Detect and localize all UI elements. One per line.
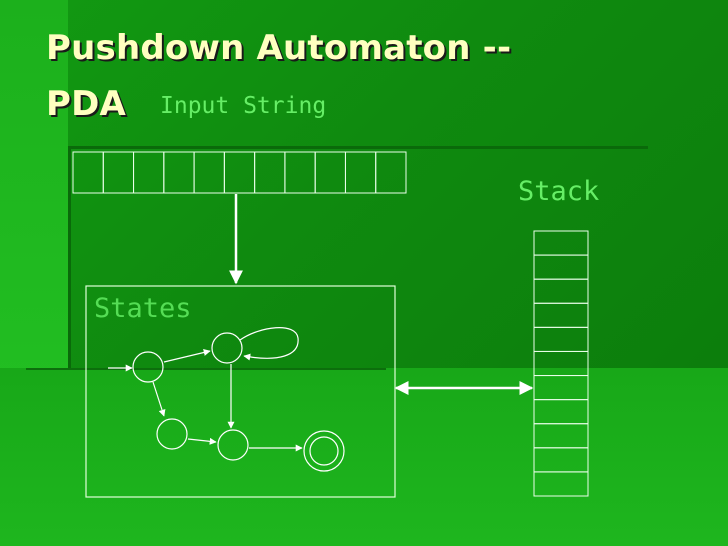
background-bottom-band bbox=[0, 368, 728, 546]
tape-cell bbox=[254, 151, 286, 194]
tape-cell bbox=[284, 151, 316, 194]
stack-label: Stack bbox=[518, 176, 600, 207]
tape-cell bbox=[133, 151, 165, 194]
accepting-state-inner bbox=[309, 436, 339, 466]
background-rule-horizontal bbox=[68, 146, 648, 149]
state-q1 bbox=[132, 351, 164, 383]
self-loop-q2 bbox=[239, 327, 299, 361]
stack-cell bbox=[533, 447, 589, 473]
transition-q3-q4 bbox=[187, 437, 217, 445]
stack-cell bbox=[533, 302, 589, 328]
stack-cell bbox=[533, 399, 589, 425]
slide-title-line2: PDA bbox=[46, 84, 127, 124]
state-q4 bbox=[217, 429, 249, 461]
states-label: States bbox=[94, 293, 192, 324]
input-tape bbox=[72, 151, 407, 194]
stack-column bbox=[533, 230, 589, 497]
states-box bbox=[85, 285, 396, 498]
stack-cell bbox=[533, 423, 589, 449]
tape-cell bbox=[72, 151, 104, 194]
state-q3 bbox=[156, 418, 188, 450]
stack-cell bbox=[533, 471, 589, 497]
tape-cell bbox=[102, 151, 135, 194]
state-q2 bbox=[211, 332, 243, 364]
state-transitions bbox=[108, 327, 303, 452]
stack-cell bbox=[533, 254, 589, 280]
stack-cell bbox=[533, 230, 589, 256]
slide-title-line1: Pushdown Automaton -- bbox=[46, 28, 512, 68]
tape-cell bbox=[193, 151, 225, 194]
stack-cell bbox=[533, 278, 589, 304]
tape-cell bbox=[375, 151, 407, 194]
tape-cell bbox=[163, 151, 195, 194]
tape-cell bbox=[223, 151, 256, 194]
tape-cell bbox=[314, 151, 346, 194]
background-rule-lower bbox=[26, 368, 386, 370]
stack-cell bbox=[533, 326, 589, 352]
stack-cell bbox=[533, 375, 589, 401]
background-rule-vertical bbox=[68, 146, 71, 368]
tape-cell bbox=[344, 151, 377, 194]
transition-q1-q2 bbox=[163, 349, 211, 363]
transition-q1-q3 bbox=[152, 381, 166, 417]
accepting-state-outer bbox=[303, 430, 345, 472]
stack-cell bbox=[533, 350, 589, 377]
input-string-label: Input String bbox=[160, 93, 327, 119]
states bbox=[132, 332, 345, 472]
